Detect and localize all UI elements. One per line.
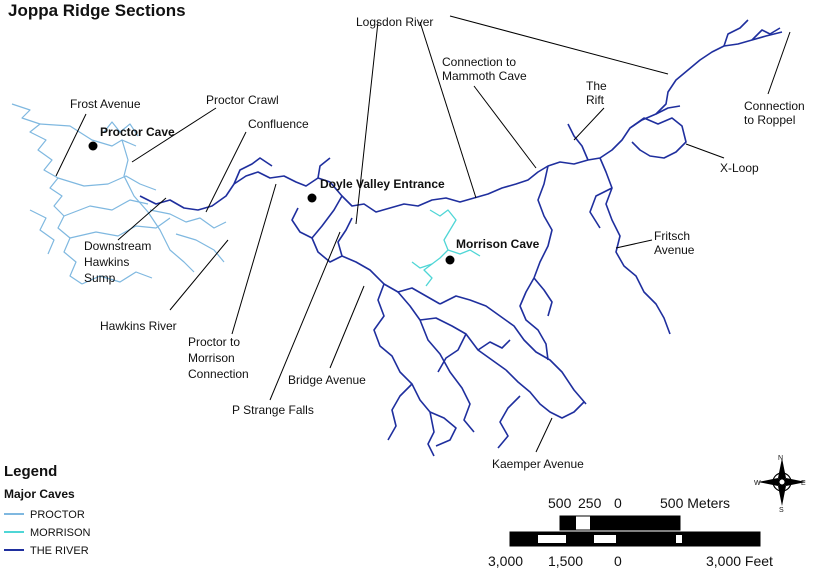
scale-ft-1500: 1,500 [548, 553, 583, 569]
fritsch-label-2: Avenue [654, 243, 695, 257]
legend-subtitle: Major Caves [4, 487, 75, 501]
legend-label-river: THE RIVER [30, 545, 89, 557]
connection-roppel-label-2: to Roppel [744, 113, 795, 127]
connection-mammoth-label-1: Connection to [442, 55, 516, 69]
logsdon-river-label: Logsdon River [356, 15, 433, 29]
legend-title: Legend [4, 463, 57, 480]
hawkins-river-label: Hawkins River [100, 319, 177, 333]
x-loop-label: X-Loop [720, 161, 759, 175]
downstream-label-3: Sump [84, 271, 116, 285]
scale-ft-0: 0 [614, 553, 622, 569]
connection-mammoth-label-2: Mammoth Cave [442, 69, 527, 83]
legend-label-proctor: PROCTOR [30, 509, 85, 521]
doyle-valley-marker [307, 193, 317, 203]
downstream-label-2: Hawkins [84, 255, 129, 269]
proctor-morrison-label-1: Proctor to [188, 335, 240, 349]
doyle-valley-label: Doyle Valley Entrance [320, 177, 445, 191]
proctor-morrison-label-2: Morrison [188, 351, 235, 365]
compass-n: N [778, 455, 783, 462]
proctor-crawl-label: Proctor Crawl [206, 93, 279, 107]
frost-avenue-label: Frost Avenue [70, 97, 141, 111]
place-markers [88, 141, 455, 265]
p-strange-falls-label: P Strange Falls [232, 403, 314, 417]
legend-label-morrison: MORRISON [30, 527, 91, 539]
compass-icon: N S E W [754, 455, 806, 514]
downstream-label-1: Downstream [84, 239, 151, 253]
compass-s: S [779, 507, 784, 514]
confluence-label: Confluence [248, 117, 309, 131]
map-title: Joppa Ridge Sections [8, 1, 186, 20]
proctor-morrison-label-3: Connection [188, 367, 249, 381]
fritsch-label-1: Fritsch [654, 229, 690, 243]
kaemper-avenue-label: Kaemper Avenue [492, 457, 584, 471]
river-passages [139, 19, 783, 457]
compass-w: W [754, 480, 761, 487]
bridge-avenue-label: Bridge Avenue [288, 373, 366, 387]
scale-bar-meters: 500 250 0 500 Meters [548, 495, 730, 531]
scale-ft-3000-right: 3,000 Feet [706, 553, 773, 569]
scale-m-0: 0 [614, 495, 622, 511]
proctor-passages [11, 103, 227, 285]
scale-m-250: 250 [578, 495, 602, 511]
proctor-cave-marker [88, 141, 98, 151]
proctor-cave-label: Proctor Cave [100, 125, 175, 139]
morrison-passages [411, 209, 481, 287]
scale-m-500-right: 500 Meters [660, 495, 730, 511]
scale-m-500-left: 500 [548, 495, 572, 511]
leader-lines [55, 15, 791, 453]
the-rift-label-1: The [586, 79, 607, 93]
morrison-cave-label: Morrison Cave [456, 237, 540, 251]
legend: Legend Major Caves PROCTOR MORRISON THE … [4, 463, 91, 557]
morrison-cave-marker [445, 255, 455, 265]
connection-roppel-label-1: Connection [744, 99, 805, 113]
compass-e: E [801, 480, 806, 487]
scale-ft-3000-left: 3,000 [488, 553, 523, 569]
the-rift-label-2: Rift [586, 93, 605, 107]
scale-bar-feet: 3,000 1,500 0 3,000 Feet [488, 531, 773, 569]
